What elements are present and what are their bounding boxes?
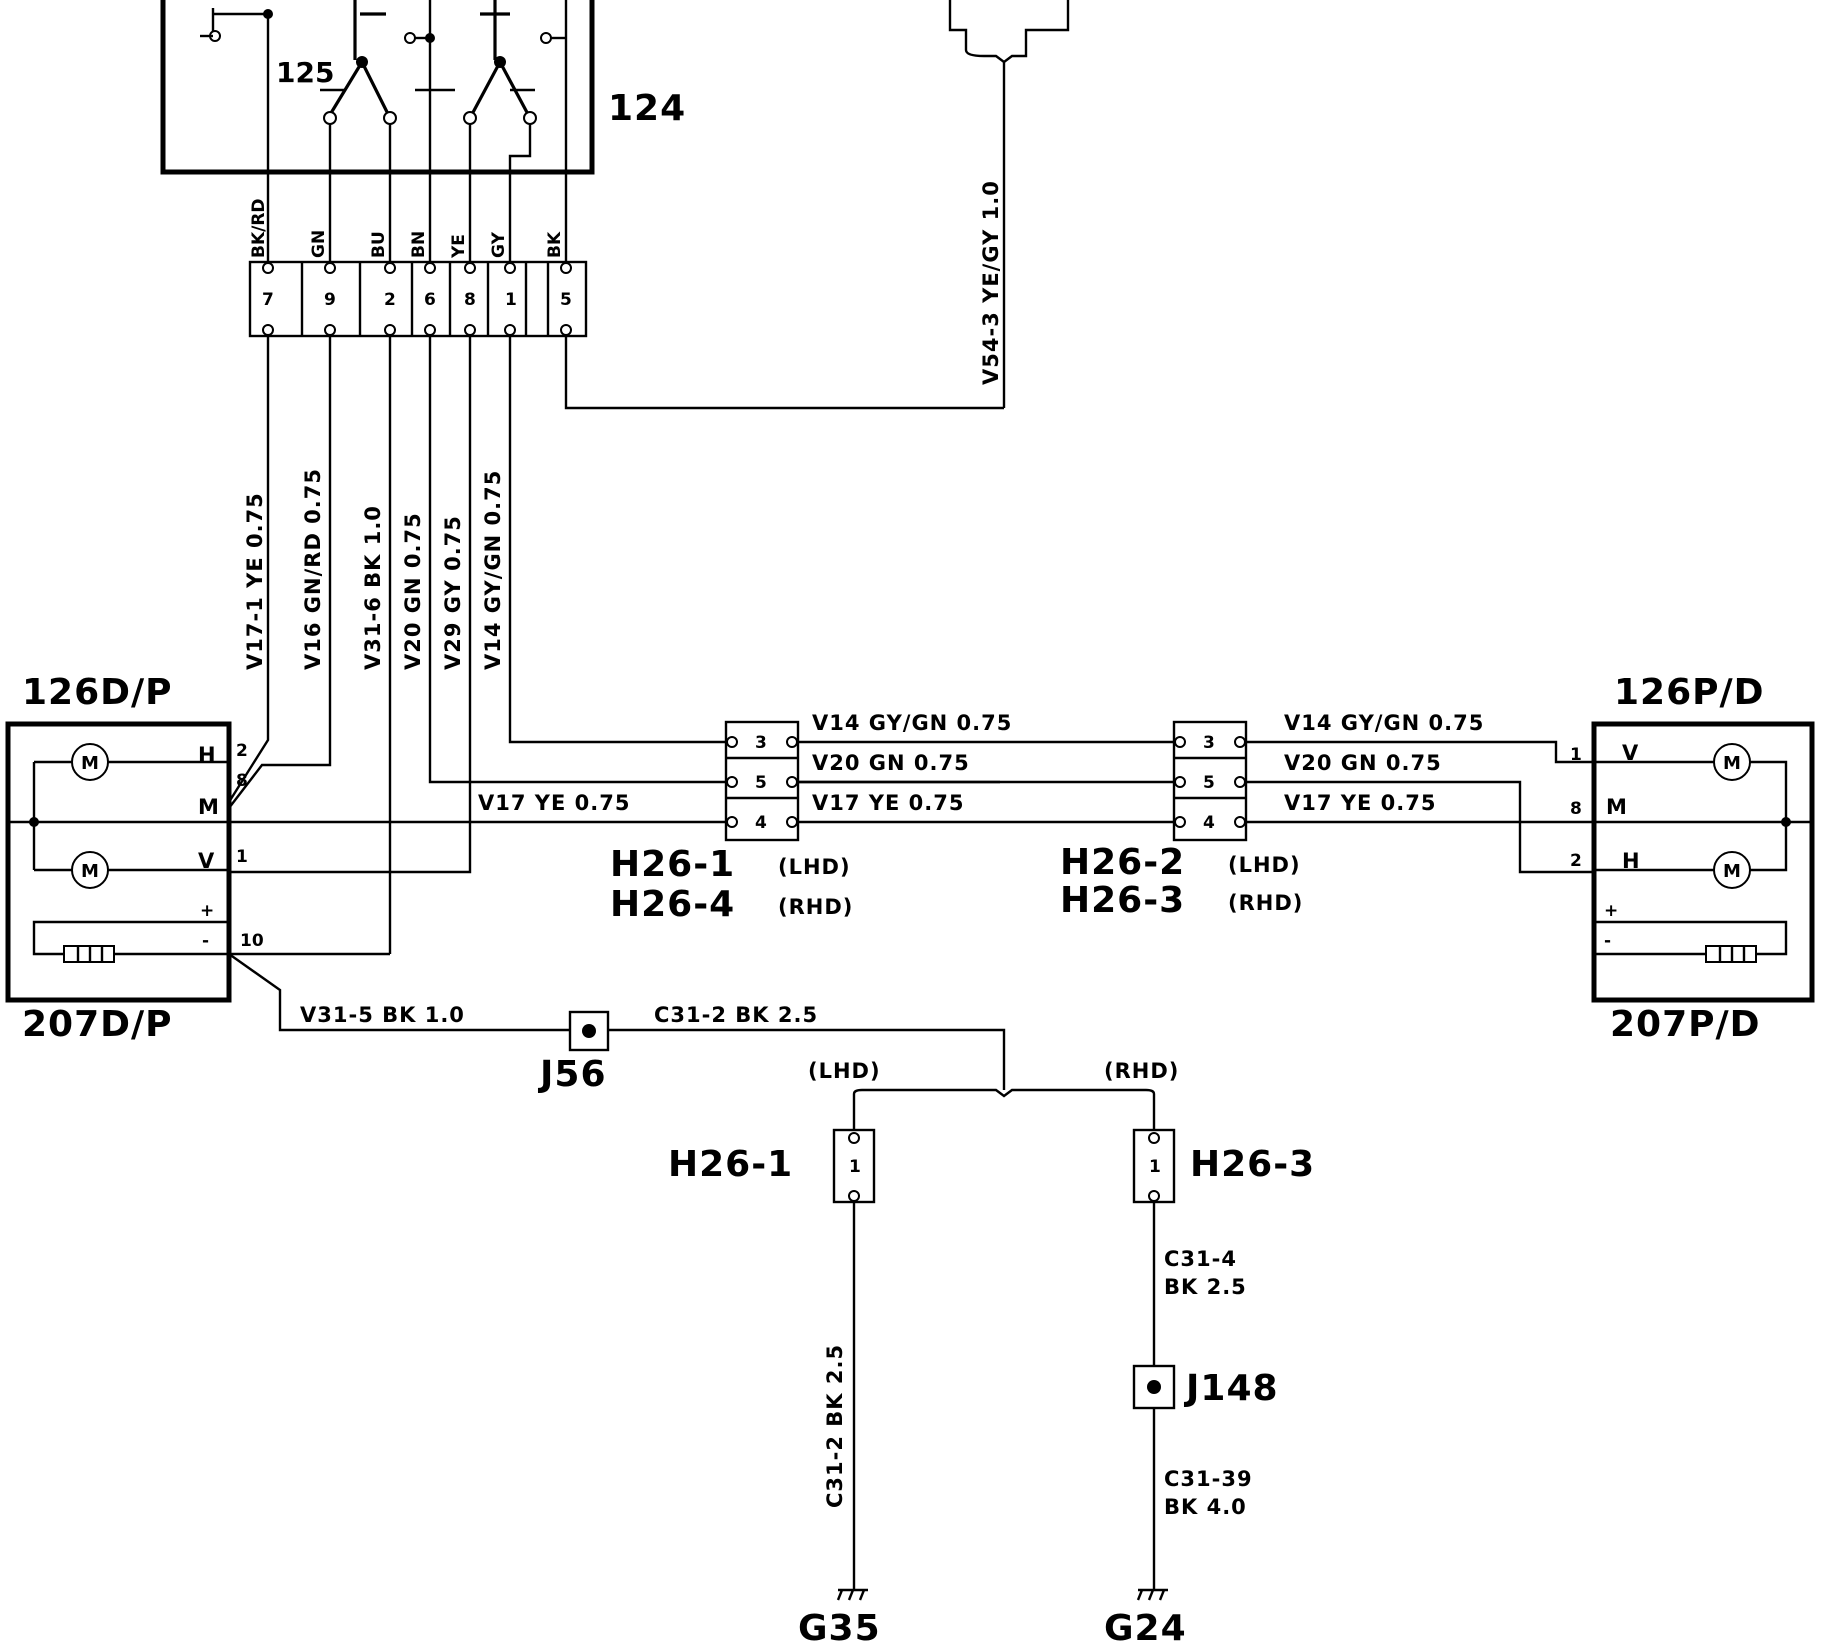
pin-number: 2 [384, 290, 396, 310]
ground-circuit: V31-5 BK 1.0 C31-2 BK 2.5 J56 (LHD) (RHD… [228, 953, 1315, 1648]
wire-label: V20 GN 0.75 [1284, 751, 1442, 775]
pin-number: 2 [236, 741, 248, 761]
pin-number: 10 [240, 931, 264, 951]
pin-number: 5 [1203, 773, 1215, 793]
wire-label: V17 YE 0.75 [1284, 791, 1436, 815]
wire-label-v16: V16 GN/RD 0.75 [301, 468, 325, 670]
label-j56: J56 [537, 1054, 607, 1095]
terminal-label: H [198, 743, 217, 767]
motor-symbol: M [81, 753, 99, 774]
terminal-label: H [1622, 849, 1641, 873]
pin-number: 1 [1149, 1157, 1161, 1177]
pin-number: 3 [755, 733, 767, 753]
wire-color-label: BU [369, 231, 389, 258]
pin-number: 3 [1203, 733, 1215, 753]
motor-symbol: M [1723, 861, 1741, 882]
pin-number: 1 [1570, 745, 1582, 765]
pin-number: 8 [1570, 799, 1582, 819]
label-126pd: 126P/D [1614, 672, 1765, 713]
wire-label-v31-5: V31-5 BK 1.0 [300, 1003, 465, 1027]
label-lhd: (LHD) [1228, 853, 1301, 877]
connector-pin-bottom [262, 324, 572, 336]
pin-number: 9 [324, 290, 336, 310]
terminal-label: - [202, 931, 209, 951]
wire-color-label: YE [449, 234, 469, 259]
pin-number: 1 [505, 290, 517, 310]
wire-color-label: BN [409, 231, 429, 258]
terminal-label: M [1606, 795, 1628, 819]
switch-connector: 7 9 2 6 8 1 5 BK/RD GN BU BN YE GY BK [248, 198, 588, 338]
wire-color-label: BK/RD [249, 198, 269, 258]
label-207dp: 207D/P [22, 1004, 173, 1045]
pin-number: 4 [755, 813, 767, 833]
label-124: 124 [608, 88, 686, 129]
pin-number: 8 [236, 771, 248, 791]
label-h26-4: H26-4 [610, 884, 735, 925]
pin-number: 5 [560, 290, 572, 310]
pin-number: 1 [236, 847, 248, 867]
wire-label: V14 GY/GN 0.75 [1284, 711, 1484, 735]
label-lhd: (LHD) [778, 855, 851, 879]
wire-label-v20: V20 GN 0.75 [401, 512, 425, 670]
wire-label-v17-1: V17-1 YE 0.75 [243, 492, 267, 670]
terminal-label: M [198, 795, 220, 819]
label-125: 125 [276, 56, 334, 89]
label-rhd: (RHD) [1104, 1059, 1179, 1083]
label-rhd: (RHD) [778, 895, 853, 919]
harness-wires: V17-1 YE 0.75 V16 GN/RD 0.75 V31-6 BK 1.… [227, 336, 1000, 954]
label-h26-3-ground: H26-3 [1190, 1144, 1315, 1185]
mirror-motor-right: 126P/D M M V M H + - 1 8 2 207P/D [1570, 672, 1815, 1045]
wire-label-c31-39-color: BK 4.0 [1164, 1495, 1247, 1519]
label-h26-2: H26-2 [1060, 842, 1185, 883]
label-126dp: 126D/P [22, 672, 173, 713]
wire-label: V20 GN 0.75 [812, 751, 970, 775]
top-right-connector: V54-3 YE/GY 1.0 [564, 0, 1070, 410]
terminal-label: + [200, 901, 214, 921]
wire-label-v14: V14 GY/GN 0.75 [481, 470, 505, 670]
terminal-label: + [1604, 901, 1618, 921]
wire-label-v29: V29 GY 0.75 [441, 515, 465, 670]
mirror-motor-left: 126D/P M M H M V + - 2 8 1 10 207D/P [5, 672, 264, 1045]
wire-label-v17-left: V17 YE 0.75 [478, 791, 630, 815]
wire-label-c31-39: C31-39 [1164, 1467, 1253, 1491]
label-h26-1-ground: H26-1 [668, 1144, 793, 1185]
label-lhd: (LHD) [808, 1059, 881, 1083]
terminal-label: - [1604, 931, 1611, 951]
wire-label-v31-6: V31-6 BK 1.0 [361, 505, 385, 670]
inline-connector-h26-2: 3 5 4 [1172, 720, 1248, 842]
pin-number: 6 [424, 290, 436, 310]
label-rhd: (RHD) [1228, 891, 1303, 915]
pin-number: 2 [1570, 851, 1582, 871]
label-h26-3: H26-3 [1060, 880, 1185, 921]
pin-number: 8 [464, 290, 476, 310]
pin-number: 7 [262, 290, 274, 310]
wire-label-v54-3: V54-3 YE/GY 1.0 [979, 180, 1003, 385]
pin-number: 1 [849, 1157, 861, 1177]
motor-symbol: M [81, 861, 99, 882]
connector-pin-top [262, 262, 572, 274]
wire-color-label: GY [489, 231, 509, 258]
wire-label-c31-2: C31-2 BK 2.5 [654, 1003, 818, 1027]
wire-label: V17 YE 0.75 [812, 791, 964, 815]
pin-number: 4 [1203, 813, 1215, 833]
wire-color-label: BK [545, 231, 565, 258]
terminal-label: V [198, 849, 215, 873]
wire-color-label: GN [309, 230, 329, 258]
inline-connector-h26-1: 3 5 4 [724, 720, 800, 842]
label-207pd: 207P/D [1610, 1004, 1761, 1045]
switch-124: 124 125 [160, 0, 686, 262]
label-g24: G24 [1104, 1608, 1187, 1648]
label-j148: J148 [1183, 1368, 1279, 1409]
label-h26-1: H26-1 [610, 844, 735, 885]
pin-number: 5 [755, 773, 767, 793]
wire-label-c31-4: C31-4 [1164, 1247, 1237, 1271]
label-g35: G35 [798, 1608, 881, 1648]
motor-symbol: M [1723, 753, 1741, 774]
wire-label: V14 GY/GN 0.75 [812, 711, 1012, 735]
wire-label-c31-4-color: BK 2.5 [1164, 1275, 1247, 1299]
middle-wires: V14 GY/GN 0.75 V20 GN 0.75 V17 YE 0.75 V… [798, 711, 1594, 874]
terminal-label: V [1622, 741, 1639, 765]
wire-label-c31-2-vertical: C31-2 BK 2.5 [823, 1344, 847, 1508]
